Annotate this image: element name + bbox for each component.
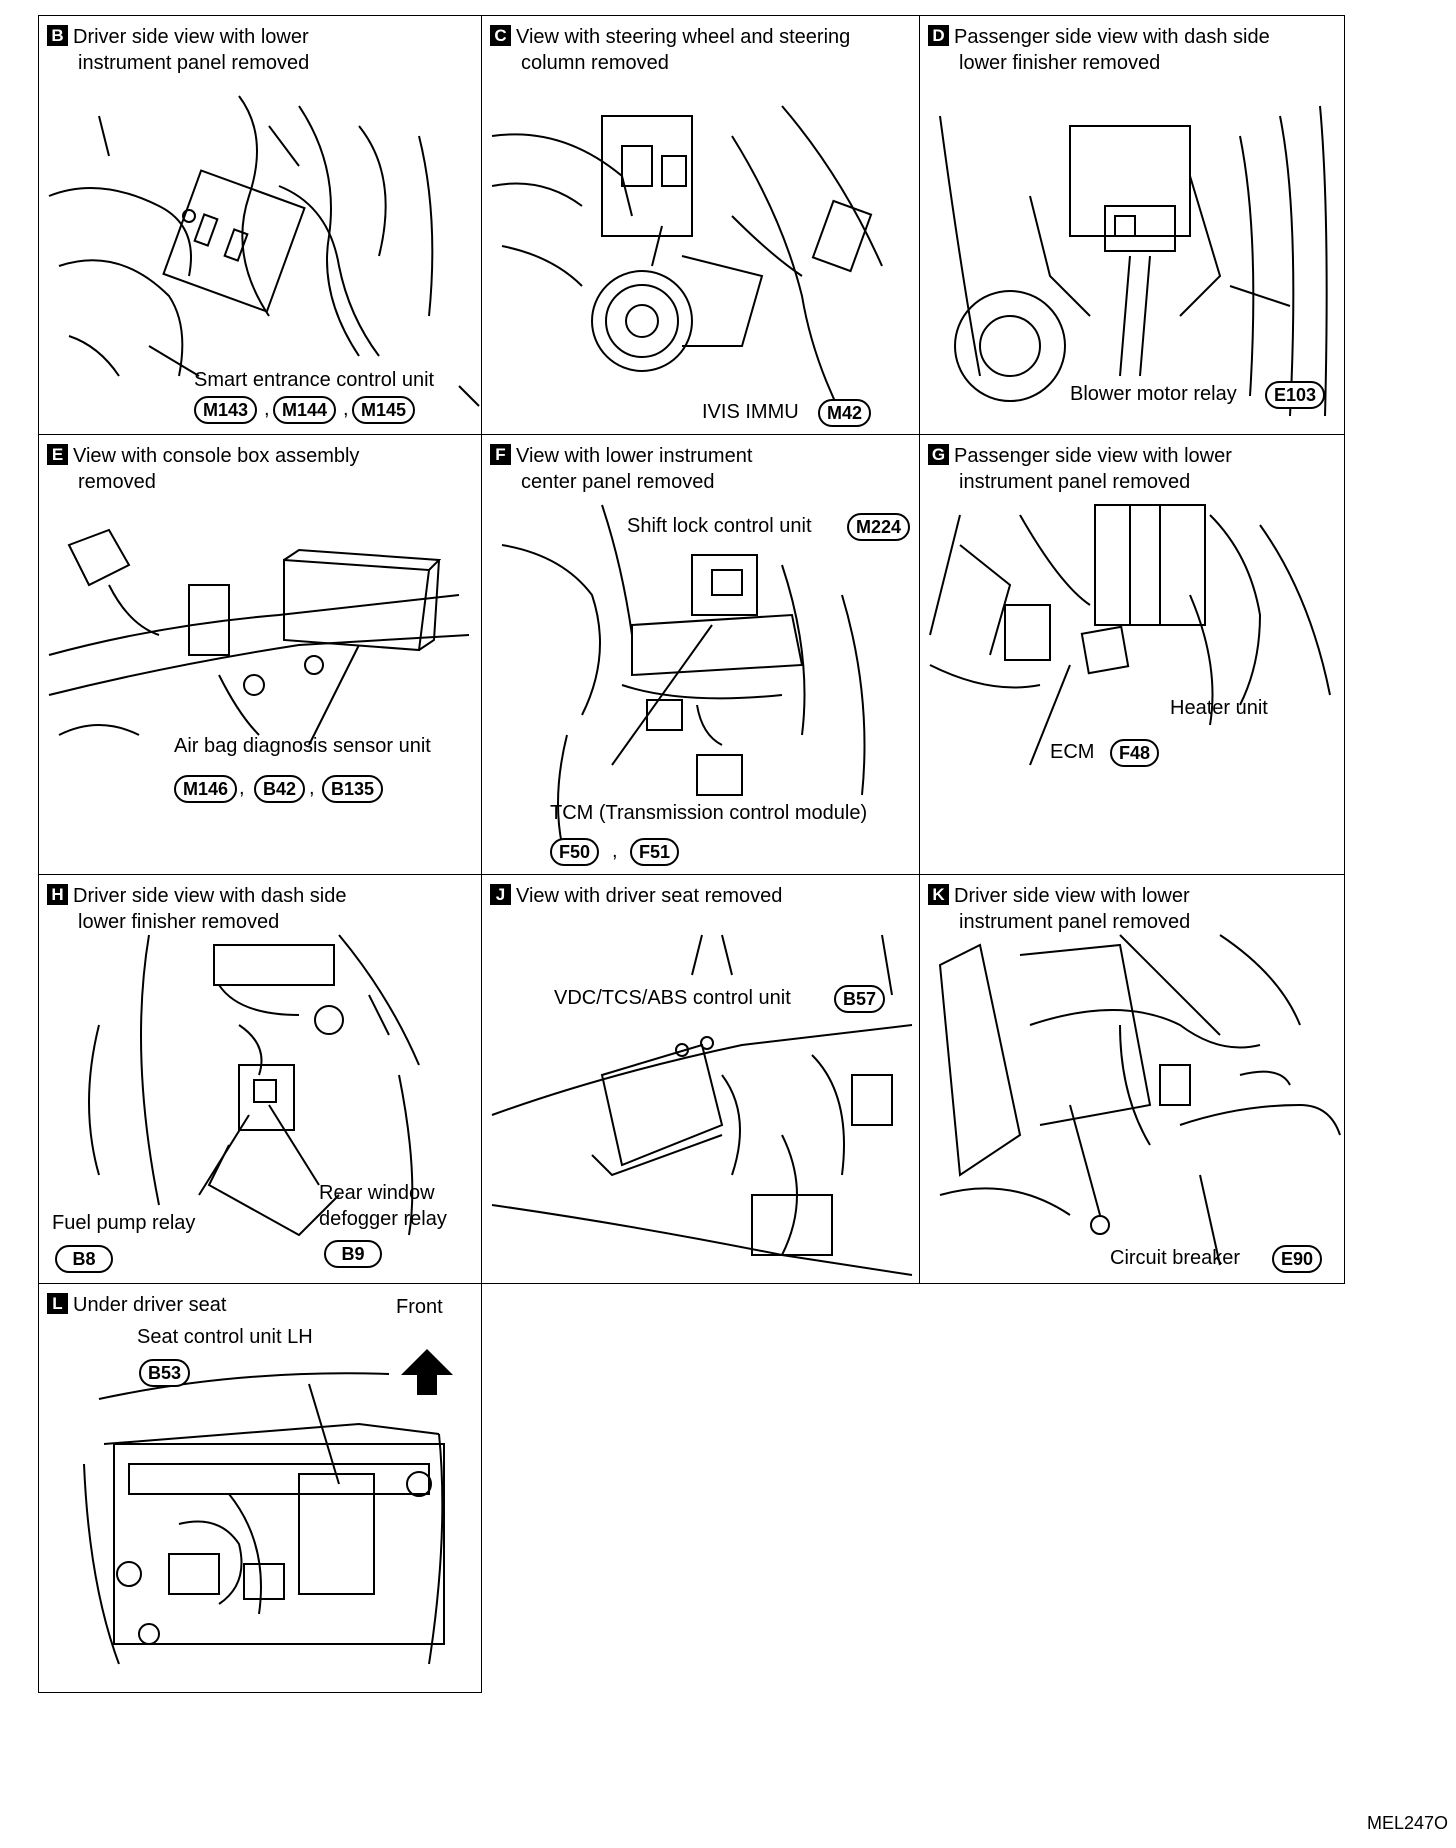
fuel-pump-relay-label: Fuel pump relay [52, 1212, 196, 1234]
panel-g-title-line2: instrument panel removed [959, 471, 1191, 493]
shift-lock-control-unit-label: Shift lock control unit [627, 515, 812, 537]
seat-control-unit-lh-label: Seat control unit LH [137, 1326, 313, 1348]
connector-b53: B53 [139, 1359, 191, 1387]
circuit-breaker-label: Circuit breaker [1110, 1247, 1241, 1269]
connector-m42: M42 [818, 399, 872, 427]
panel-j-illustration [491, 934, 913, 1276]
panel-e-title-line1: View with console box assembly [73, 445, 360, 467]
panel-c-title-line1: View with steering wheel and steering [516, 26, 851, 48]
heater-unit-label: Heater unit [1170, 697, 1268, 719]
panel-g-illustration [929, 504, 1331, 766]
panel-c-letter: C [490, 25, 511, 46]
separator: , [264, 398, 270, 420]
panel-c-illustration [491, 105, 883, 417]
connector-f51: F51 [630, 838, 680, 866]
smart-entrance-control-unit-label: Smart entrance control unit [194, 369, 435, 391]
connector-e90: E90 [1272, 1245, 1323, 1273]
panel-c-title-line2: column removed [521, 52, 669, 74]
connector-m143: M143 [194, 396, 258, 424]
front-arrow-icon [401, 1349, 453, 1395]
panel-g-letter: G [928, 444, 949, 465]
panel-f-title-line1: View with lower instrument [516, 445, 753, 467]
panel-d-title-line1: Passenger side view with dash side [954, 26, 1270, 48]
separator: , [343, 398, 349, 420]
panel-j-title-line1: View with driver seat removed [516, 885, 783, 907]
panel-b-title-line1: Driver side view with lower [73, 26, 309, 48]
panel-e-title-line2: removed [78, 471, 156, 493]
panel-f-letter: F [490, 444, 511, 465]
panel-d-title-line2: lower finisher removed [959, 52, 1161, 74]
connector-m145: M145 [352, 396, 416, 424]
panel-e-illustration [48, 528, 470, 746]
connector-e103: E103 [1265, 381, 1326, 409]
figure-code: MEL247O [1366, 1813, 1448, 1833]
connector-b57: B57 [834, 985, 886, 1013]
connector-b9: B9 [324, 1240, 382, 1268]
panel-k-illustration [938, 934, 1341, 1266]
panel-k-title-line1: Driver side view with lower [954, 885, 1190, 907]
air-bag-diagnosis-sensor-unit-label: Air bag diagnosis sensor unit [174, 735, 431, 757]
panel-f-title-line2: center panel removed [521, 471, 715, 493]
connector-m224: M224 [847, 513, 911, 541]
connector-m146: M146 [174, 775, 238, 803]
panel-b-illustration [48, 95, 480, 407]
separator: , [309, 777, 315, 799]
panel-l-letter: L [47, 1293, 68, 1314]
vdc-tcs-abs-control-unit-label: VDC/TCS/ABS control unit [554, 987, 791, 1009]
panel-h-letter: H [47, 884, 68, 905]
separator: , [239, 777, 245, 799]
panel-h-illustration [88, 934, 420, 1237]
panel-f-illustration [501, 504, 866, 846]
connector-b42: B42 [254, 775, 306, 803]
separator: , [612, 840, 618, 862]
rear-window-defogger-relay-label: Rear window [319, 1182, 435, 1204]
panel-d-illustration [939, 105, 1328, 417]
panel-l-title-line1: Under driver seat [73, 1294, 227, 1316]
connector-m144: M144 [273, 396, 337, 424]
rear-window-defogger-relay-label-line2: defogger relay [319, 1208, 447, 1230]
blower-motor-relay-label: Blower motor relay [1070, 383, 1237, 405]
panel-j-letter: J [490, 884, 511, 905]
panel-b-title-line2: instrument panel removed [78, 52, 310, 74]
panel-h-title-line1: Driver side view with dash side [73, 885, 347, 907]
ecm-label: ECM [1050, 741, 1095, 763]
connector-b8: B8 [55, 1245, 113, 1273]
panel-g-title-line1: Passenger side view with lower [954, 445, 1232, 467]
tcm-label: TCM (Transmission control module) [550, 802, 868, 824]
panel-b-letter: B [47, 25, 68, 46]
connector-f48: F48 [1110, 739, 1160, 767]
panel-d-letter: D [928, 25, 949, 46]
connector-b135: B135 [322, 775, 384, 803]
front-label: Front [396, 1296, 443, 1318]
panel-l-illustration [83, 1372, 445, 1665]
connector-f50: F50 [550, 838, 600, 866]
panel-e-letter: E [47, 444, 68, 465]
panel-k-letter: K [928, 884, 949, 905]
ivis-immu-label: IVIS IMMU [702, 401, 799, 423]
panel-h-title-line2: lower finisher removed [78, 911, 280, 933]
panel-k-title-line2: instrument panel removed [959, 911, 1191, 933]
